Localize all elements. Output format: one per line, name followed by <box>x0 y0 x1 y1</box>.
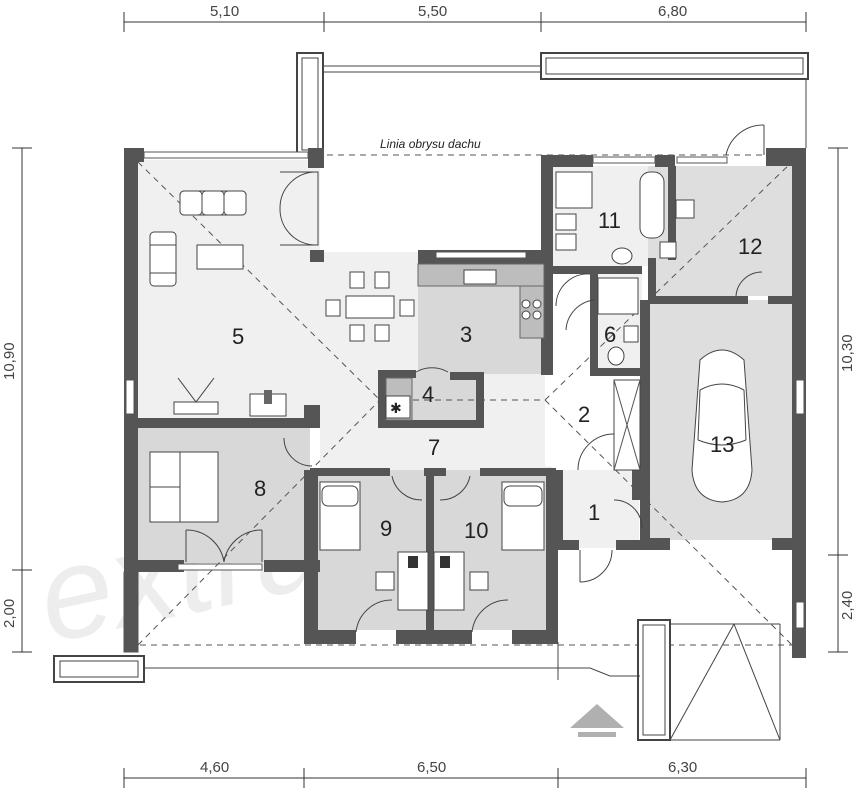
dining-set <box>325 271 415 342</box>
bedroom-10-furniture <box>433 475 545 633</box>
room-label-12: 12 <box>738 234 762 259</box>
room-label-10: 10 <box>464 518 488 543</box>
room-label-9: 9 <box>380 516 392 541</box>
terrace-door <box>279 171 319 246</box>
room-label-2: 2 <box>578 402 590 427</box>
living-furniture <box>149 171 415 417</box>
room-label-5: 5 <box>232 324 244 349</box>
dim-top-1: 5,10 <box>210 3 239 20</box>
bedroom-8-furniture <box>149 437 313 563</box>
room-label-7: 7 <box>428 435 440 460</box>
dim-bottom-3: 6,30 <box>668 759 697 776</box>
dimension-top: 5,10 5,50 6,80 <box>123 3 807 32</box>
floor-areas <box>138 160 792 630</box>
room-label-1: 1 <box>588 500 600 525</box>
utility-doors <box>555 124 765 307</box>
bathroom-6-fixtures <box>565 277 639 366</box>
front-areas <box>53 619 781 741</box>
armchair <box>149 231 177 287</box>
room-label-6: 6 <box>604 322 616 347</box>
entrance-arrow <box>570 704 624 737</box>
coffee-table <box>196 244 244 270</box>
kitchen-fixtures <box>417 263 545 339</box>
windows <box>125 151 805 629</box>
car <box>691 349 753 503</box>
pergola-top <box>296 52 809 156</box>
room-labels: 1 2 3 4 5 6 7 8 9 10 11 12 13 <box>232 208 762 543</box>
dim-left-2: 2,00 <box>1 599 18 628</box>
dim-top-2: 5,50 <box>418 3 447 20</box>
room-label-3: 3 <box>460 322 472 347</box>
dimension-bottom: 4,60 6,50 6,30 <box>123 759 807 788</box>
fireplace <box>249 390 287 417</box>
dimension-left: 10,90 2,00 <box>1 147 32 653</box>
roof-outline-label: Linia obrysu dachu <box>380 137 481 151</box>
entrance-doors <box>579 499 643 583</box>
room-label-8: 8 <box>254 476 266 501</box>
room-label-13: 13 <box>710 432 734 457</box>
dim-right-1: 10,30 <box>839 334 856 372</box>
bedroom-9-furniture <box>319 475 429 633</box>
bathroom-11-fixtures <box>555 171 695 265</box>
tv-stand <box>173 377 219 415</box>
dim-bottom-1: 4,60 <box>200 759 229 776</box>
pantry-fixtures: ✱ <box>385 367 449 421</box>
dim-bottom-2: 6,50 <box>417 759 446 776</box>
svg-text:✱: ✱ <box>390 401 402 417</box>
dimension-right: 10,30 2,40 <box>828 147 856 653</box>
sofa <box>179 190 247 216</box>
room-label-11: 11 <box>598 208 621 233</box>
dim-left-1: 10,90 <box>1 342 18 380</box>
room-label-4: 4 <box>422 382 434 407</box>
dim-top-3: 6,80 <box>658 3 687 20</box>
dim-right-2: 2,40 <box>839 591 856 620</box>
hall-1-floor <box>555 470 639 548</box>
closet <box>577 379 641 471</box>
